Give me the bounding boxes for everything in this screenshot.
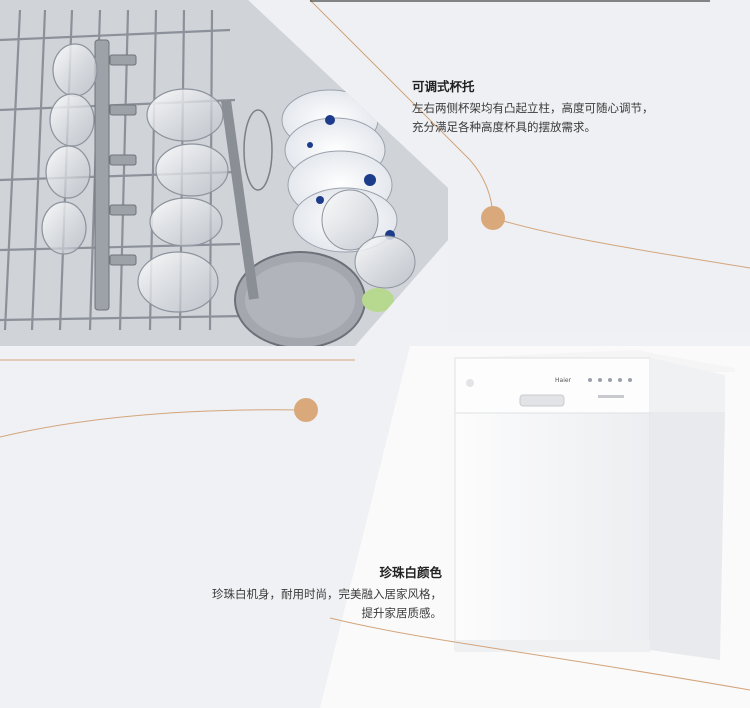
brand-logo: Haier	[555, 377, 572, 384]
feature-cup-holder: 可调式杯托 左右两侧杯架均有凸起立柱，高度可随心调节， 充分满足各种高度杯具的摆…	[412, 76, 712, 137]
feature-pearl-white: 珍珠白颜色 珍珠白机身，耐用时尚，完美融入居家风格， 提升家居质感。	[130, 562, 442, 623]
feature-title: 珍珠白颜色	[379, 565, 442, 580]
feature-desc-line: 提升家居质感。	[361, 606, 443, 620]
callout-dot-top	[481, 206, 505, 230]
feature-desc-line: 珍珠白机身，耐用时尚，完美融入居家风格，	[212, 587, 442, 601]
feature-description: 左右两侧杯架均有凸起立柱，高度可随心调节， 充分满足各种高度杯具的摆放需求。	[412, 99, 712, 137]
feature-desc-line: 充分满足各种高度杯具的摆放需求。	[412, 120, 596, 134]
dishwasher-product	[320, 346, 750, 708]
callout-dot-bottom	[294, 398, 318, 422]
feature-title: 可调式杯托	[412, 79, 475, 94]
feature-description: 珍珠白机身，耐用时尚，完美融入居家风格， 提升家居质感。	[130, 585, 442, 623]
feature-desc-line: 左右两侧杯架均有凸起立柱，高度可随心调节，	[412, 101, 654, 115]
